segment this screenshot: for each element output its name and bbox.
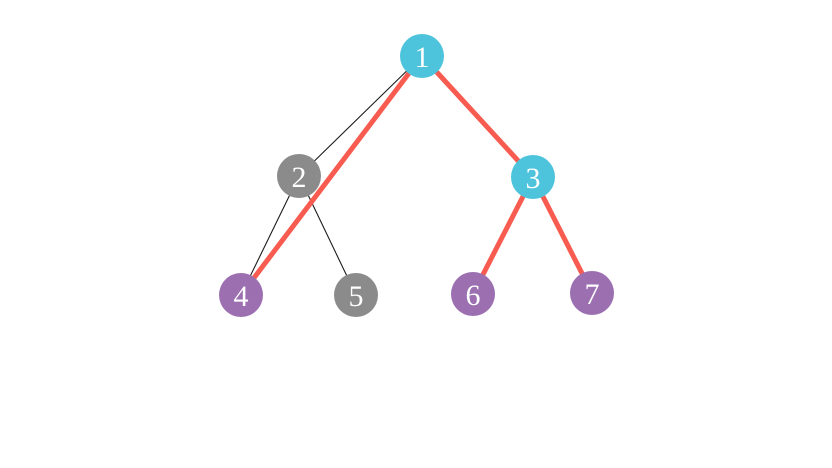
edge-2-4	[240, 175, 300, 296]
graph-node-4	[219, 273, 263, 317]
graph-node-1	[400, 34, 444, 78]
graph-node-3	[511, 155, 555, 199]
edge-1-2	[298, 55, 423, 177]
edge-1-4-highlighted	[238, 53, 425, 298]
graph-node-5	[334, 273, 378, 317]
graph-node-7	[570, 271, 614, 315]
edge-1-3-highlighted	[419, 53, 536, 180]
graph-node-2	[277, 154, 321, 198]
graph-node-6	[451, 272, 495, 316]
